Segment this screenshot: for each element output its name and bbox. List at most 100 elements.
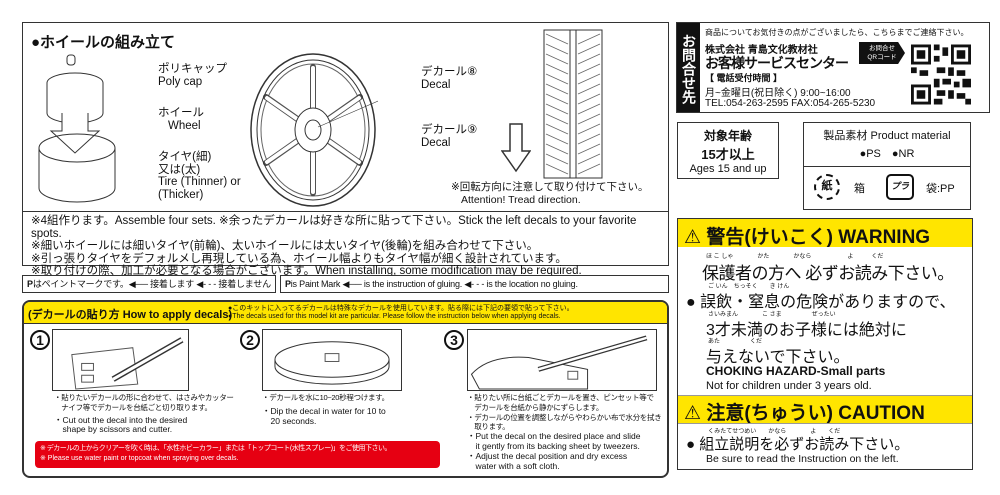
- hours: 月~金曜日(祝日除く) 9:00~16:00: [705, 88, 851, 99]
- step-3-jp: 取ります。: [467, 422, 510, 432]
- warning-header: ⚠ 警告(けいこく) WARNING: [684, 222, 930, 249]
- qr-label: お問合せ QRコード: [859, 42, 905, 64]
- paper-usage: 箱: [854, 183, 865, 195]
- spray-warning-en: ※ Please use water paint or topcoat when…: [40, 455, 239, 462]
- tread-direction-arrow-icon: [501, 123, 531, 173]
- decal-intro-jp: ●このキットに入ってるデカールは特殊なデカールを使用しています。貼る際には下記の…: [228, 305, 574, 312]
- assembly-panel: ●ホイールの組み立て ポリキャップ Poly cap ホイール Wheel タイ…: [22, 22, 669, 212]
- tread-note-jp: ※回転方向に注意して取り付けて下さい。: [451, 181, 649, 193]
- wheel-illustration: [250, 53, 378, 207]
- caution-line: ● 組立説明を必ずお読み下さい。: [686, 436, 910, 453]
- step-1-illustration: [52, 329, 189, 391]
- note-line: ※取り付けの際、加工が必要となる場合がございます。When installing…: [31, 265, 582, 277]
- qr-code-icon[interactable]: [911, 43, 971, 106]
- warning-guardian-line: 保護者の方へ 必ずお読み下さい。: [702, 264, 954, 283]
- company-name: 株式会社 青島文化教材社: [705, 45, 818, 56]
- service-center: お客様サービスセンター: [705, 55, 849, 71]
- decal-intro-en: ●The decals used for this model kit are …: [228, 313, 561, 320]
- decal9-number: ⑨: [467, 124, 478, 136]
- step-3-en: ・Adjust the decal position and dry exces…: [467, 450, 628, 461]
- step-2-number: 2: [240, 330, 260, 350]
- step-3-en: it gently from its backing sheet by twee…: [467, 440, 640, 451]
- step-3-number: 3: [444, 330, 464, 350]
- caution-en: Be sure to read the Instruction on the l…: [706, 453, 899, 465]
- warning-ruby: さいみまん こ さま ぜったい: [708, 312, 836, 318]
- tire-tread-illustration: [543, 29, 603, 179]
- step-2-en: ・Dip the decal in water for 10 to: [262, 405, 386, 416]
- step-3-en: water with a soft cloth.: [467, 460, 560, 471]
- step-2-en: 20 seconds.: [262, 415, 317, 426]
- spray-warning-jp: ※ デカールの上からクリアーを吹く時は、「水性ホビーカラー」または「トップコート…: [40, 445, 392, 452]
- qr-label-line: QRコード: [867, 54, 897, 61]
- legend-en: Pis Paint Mark ◀── is the instruction of…: [279, 275, 669, 293]
- paper-recycle-icon: 紙: [814, 174, 840, 200]
- tire-label-jp2: 又は(太): [158, 163, 201, 176]
- step-1-en: ・Cut out the decal into the desired: [54, 414, 188, 425]
- warning-panel: ⚠ 警告(けいこく) WARNING ほ こ しゃ かた かなら よ くだ 保護…: [677, 218, 973, 470]
- tread-note-en: Attention! Tread direction.: [461, 193, 581, 206]
- caution-triangle-icon: ⚠: [684, 403, 702, 424]
- phone-fax: TEL:054-263-2595 FAX:054-265-5230: [705, 98, 876, 109]
- warning-give-line: 与えないで下さい。: [706, 349, 850, 366]
- note-line: ※細いホイールには細いタイヤ(前輪)、太いホイールには太いタイヤ(後輪)を組み合…: [31, 240, 539, 252]
- tire-label-jp1: タイヤ(細): [158, 151, 212, 163]
- material-title: 製品素材 Product material: [823, 130, 951, 142]
- step-2-jp: ・デカールを水に10~20秒程つけます。: [262, 393, 389, 402]
- qr-label-line: お問合せ: [869, 45, 895, 52]
- warning-choke-line: ● 誤飲・窒息の危険がありますので、: [686, 294, 956, 311]
- caution-title: 注意(ちゅうい) CAUTION: [706, 403, 925, 424]
- spray-warning-box: ※ デカールの上からクリアーを吹く時は、「水性ホビーカラー」または「トップコート…: [35, 441, 440, 468]
- paint-mark-icon: P: [27, 279, 33, 289]
- material-items: ●PS ●NR: [859, 148, 915, 160]
- wheel-label-en: Wheel: [168, 119, 201, 132]
- material-panel: 製品素材 Product material ●PS ●NR 紙 箱 プラ 袋:P…: [803, 122, 971, 210]
- contact-panel: お問合せ先 商品についてお気付きの点がございましたら、こちらまでご連絡下さい。 …: [676, 22, 990, 113]
- warning-age-line: 3才未満のお子様には絶対に: [706, 322, 907, 339]
- step-1-jp: ・貼りたいデカールの形に合わせて、はさみやカッター: [54, 393, 234, 402]
- warning-title: 警告(けいこく) WARNING: [706, 227, 931, 248]
- notes-panel: ※4組作ります。Assemble four sets. ※余ったデカールは好きな…: [22, 211, 669, 277]
- plastic-usage: 袋:PP: [926, 183, 955, 195]
- contact-intro: 商品についてお気付きの点がございましたら、こちらまでご連絡下さい。: [705, 28, 969, 37]
- decal-title: (デカールの貼り方 How to apply decals): [28, 309, 233, 321]
- decal9-label-jp: デカール: [421, 124, 467, 136]
- step-1-en: shape by scissors and cutter.: [54, 424, 173, 435]
- legend-jp-text: はペイントマークです。◀── 接着します ◀- - - 接着しません: [32, 279, 271, 289]
- step-1-number: 1: [30, 330, 50, 350]
- plastic-recycle-icon: プラ: [886, 174, 914, 200]
- choking-hazard-note: Not for children under 3 years old.: [706, 380, 872, 392]
- wheel-assembly-illustration: [38, 54, 116, 203]
- tire-label-en1: Tire (Thinner) or: [158, 176, 241, 188]
- caution-header: ⚠ 注意(ちゅうい) CAUTION: [684, 398, 925, 425]
- choking-hazard: CHOKING HAZARD-Small parts: [706, 364, 886, 378]
- warning-ruby: ご いん ちっそく き けん: [708, 284, 790, 290]
- caution-ruby: くみたてせつめい かなら よ くだ: [708, 429, 841, 435]
- legend-jp: Pはペイントマークです。◀── 接着します ◀- - - 接着しません: [22, 275, 276, 293]
- step-3-jp: デカールを台紙から静かにずらします。: [467, 402, 604, 412]
- decal-instructions-panel: (デカールの貼り方 How to apply decals) ●このキットに入っ…: [22, 300, 669, 478]
- step-3-illustration: [467, 329, 657, 391]
- decal8-number: ⑧: [467, 66, 478, 78]
- contact-side-label: お問合せ先: [677, 23, 700, 112]
- legend-en-text: is Paint Mark ◀── is the instruction of …: [290, 279, 578, 289]
- step-3-jp: ・デカールの位置を調整しながらやわらかい布で水分を拭き: [467, 412, 662, 422]
- age-panel: 対象年齢 15才以上 Ages 15 and up: [677, 122, 779, 179]
- step-3-en: ・Put the decal on the desired place and …: [467, 431, 641, 442]
- legend-row: Pはペイントマークです。◀── 接着します ◀- - - 接着しません Pis …: [22, 275, 669, 293]
- note-line: ※引っ張りタイヤをデフォルメし再現している為、ホイール幅よりもタイヤ幅が細く設計…: [31, 252, 567, 265]
- age-label-en: Ages 15 and up: [689, 163, 767, 175]
- tire-label-en2: (Thicker): [158, 188, 204, 201]
- assembly-title: ●ホイールの組み立て: [31, 34, 176, 51]
- hours-label: 【 電話受付時間 】: [705, 73, 783, 83]
- decal8-label-jp: デカール: [421, 66, 467, 78]
- warning-ruby: あた くだ: [708, 339, 763, 345]
- note-line: ※4組作ります。Assemble four sets. ※余ったデカールは好きな…: [31, 215, 637, 240]
- decal9-label-en: Decal: [421, 136, 451, 149]
- step-2-illustration: [262, 329, 402, 391]
- step-3-jp: ・貼りたい所に台紙ごとデカールを置き、ピンセット等で: [467, 393, 654, 402]
- decal8-label-en: Decal: [421, 78, 451, 91]
- step-1-jp: ナイフ等でデカールを台紙ごと切り取ります。: [54, 402, 212, 412]
- paint-mark-icon: P: [284, 279, 291, 289]
- warning-triangle-icon: ⚠: [684, 227, 702, 248]
- poly-cap-label-en: Poly cap: [158, 75, 203, 88]
